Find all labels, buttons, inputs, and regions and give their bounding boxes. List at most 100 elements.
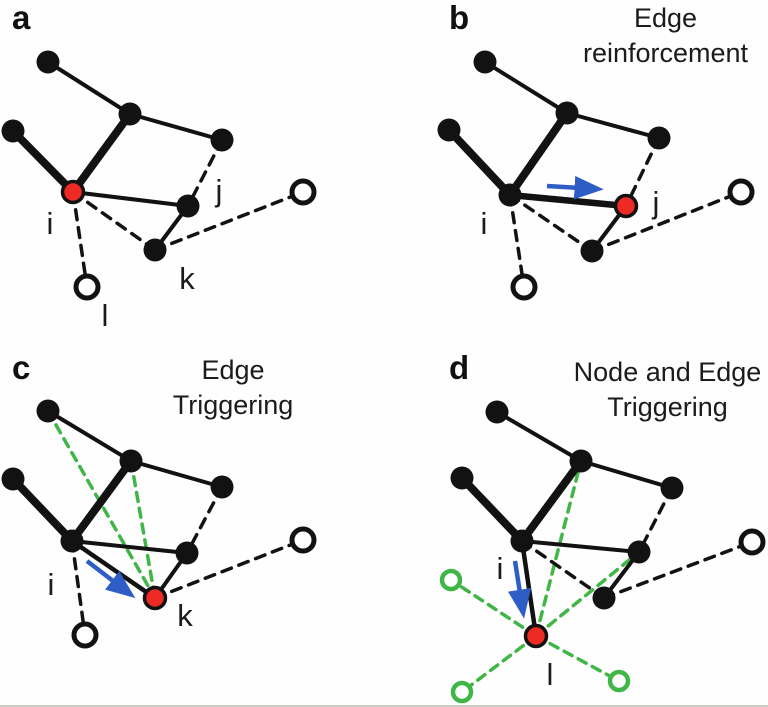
- edge-a1-a2: [46, 60, 132, 116]
- panel-b-network: ij: [437, 50, 755, 301]
- node-a2-black: [118, 102, 142, 126]
- panel-c-title-line2: Triggering: [172, 390, 294, 420]
- node-c1-black: [36, 399, 60, 423]
- node-label-b-i: i: [481, 206, 488, 241]
- edge-dl-g2: [460, 634, 538, 694]
- node-b2-black: [555, 101, 579, 125]
- panel-b-title: Edge reinforcement: [558, 1, 768, 71]
- node-a4-black: [1, 119, 25, 143]
- walker-arrow-b: [546, 175, 604, 200]
- panel-c-network: ik: [1, 399, 317, 649]
- node-c3-black: [210, 475, 234, 499]
- node-a3-black: [210, 128, 234, 152]
- edge-ak-aw1: [153, 190, 305, 252]
- node-dk-black: [592, 586, 616, 610]
- node-d1-black: [485, 400, 509, 424]
- edge-d2-d3: [579, 459, 674, 490]
- edge-c2-c3: [129, 459, 224, 489]
- edge-d1-d2: [495, 410, 583, 463]
- edge-dl-g1: [449, 578, 538, 638]
- edge-b3-bj: [624, 136, 661, 208]
- node-ai-red: [60, 179, 86, 205]
- node-bk-black: [580, 239, 604, 263]
- edge-a4-ai: [9, 127, 77, 196]
- edge-a2-ai: [69, 110, 134, 196]
- edge-bk-bw1: [590, 190, 743, 253]
- panel-a-label: a: [12, 0, 31, 36]
- node-ci-black: [60, 529, 84, 553]
- node-label-a-j: j: [215, 173, 223, 208]
- edge-ci-cj: [70, 539, 189, 555]
- node-label-c-i: i: [48, 567, 55, 602]
- edge-di-dk: [520, 539, 606, 600]
- edge-b1-b2: [483, 60, 569, 115]
- edge-ci-ck: [69, 538, 158, 601]
- node-label-a-k: k: [179, 261, 195, 296]
- edge-c1-ck: [46, 409, 157, 600]
- edge-dk-dw1: [602, 540, 754, 600]
- edge-ck-cw1: [153, 538, 305, 600]
- panel-b-title-line2: reinforcement: [582, 38, 749, 68]
- node-label-d-i: i: [497, 551, 504, 586]
- panel-c-label: c: [12, 349, 31, 386]
- panel-c-title: Edge Triggering: [128, 353, 338, 423]
- node-c2-black: [119, 449, 143, 473]
- node-d4-black: [450, 466, 474, 490]
- node-dl-red: [523, 623, 549, 649]
- node-dw1-white: [738, 528, 766, 556]
- node-label-b-j: j: [652, 185, 660, 220]
- panel-b-title-line1: Edge: [633, 3, 698, 33]
- node-cw2-white: [71, 621, 99, 649]
- node-di-black: [510, 529, 534, 553]
- node-a1-black: [36, 50, 60, 74]
- edge-a2-a3: [128, 112, 224, 142]
- node-label-d-l: l: [547, 657, 554, 692]
- node-d3-black: [660, 476, 684, 500]
- panel-c-title-line1: Edge: [201, 355, 265, 385]
- node-cw1-white: [289, 526, 317, 554]
- node-b1-black: [473, 50, 497, 74]
- edge-c1-c2: [46, 409, 133, 463]
- node-aw2-white: [73, 273, 101, 301]
- node-g3-green: [607, 669, 631, 693]
- edge-c4-ci: [9, 475, 76, 545]
- node-bw1-white: [727, 178, 755, 206]
- walker-arrow-d: [507, 560, 532, 619]
- node-b4-black: [437, 118, 461, 142]
- edge-d4-di: [458, 474, 526, 545]
- node-ak-black: [143, 238, 167, 262]
- node-c4-black: [1, 467, 25, 491]
- node-label-a-l: l: [102, 298, 109, 333]
- edge-bi-bw2: [508, 193, 526, 289]
- edge-a3-aj: [186, 138, 224, 208]
- edge-c2-ci: [68, 457, 135, 545]
- edge-di-dj: [520, 539, 641, 554]
- edge-ci-cw2: [70, 539, 87, 637]
- edge-d3-dj: [637, 486, 674, 554]
- edge-b4-bi: [445, 126, 514, 199]
- edge-ai-aj: [71, 190, 190, 208]
- edge-dl-d2: [534, 459, 583, 638]
- node-cj-black: [175, 541, 199, 565]
- edge-ai-aw2: [71, 190, 89, 289]
- panel-d-title-line1: Node and Edge: [573, 357, 762, 387]
- node-aj-black: [176, 194, 200, 218]
- panel-d-title-line2: Triggering: [607, 392, 728, 422]
- node-label-a-i: i: [47, 206, 54, 241]
- edge-dl-g3: [534, 634, 621, 683]
- node-aw1-white: [289, 178, 317, 206]
- bottom-border-line: [0, 705, 768, 707]
- node-bi-black: [498, 183, 522, 207]
- panel-b-label: b: [449, 0, 470, 36]
- edge-d2-di: [518, 457, 585, 545]
- node-dj-black: [627, 540, 651, 564]
- panel-a-network: i j k l: [1, 50, 317, 333]
- edge-c2-ck: [129, 459, 157, 600]
- node-bj-red: [613, 193, 639, 219]
- edge-b2-bi: [506, 109, 571, 199]
- node-d2-black: [569, 449, 593, 473]
- node-bw2-white: [510, 273, 538, 301]
- edge-c3-cj: [185, 485, 224, 555]
